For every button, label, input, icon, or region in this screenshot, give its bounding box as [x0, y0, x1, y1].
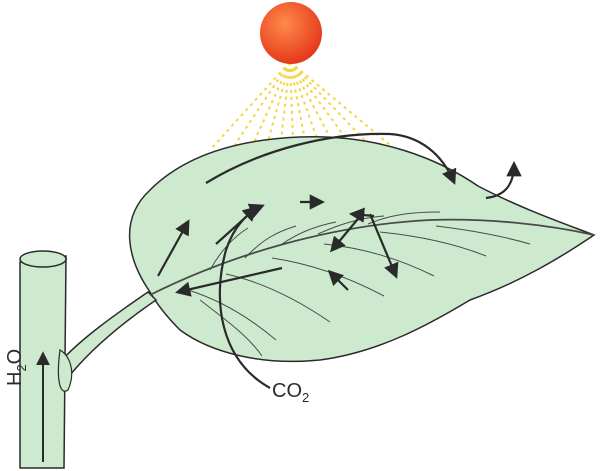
h2o-label: H2O — [4, 326, 29, 386]
co2-label: CO2 — [272, 380, 309, 405]
sun — [260, 2, 322, 64]
leaf-blade — [130, 137, 594, 362]
petiole — [60, 292, 156, 380]
